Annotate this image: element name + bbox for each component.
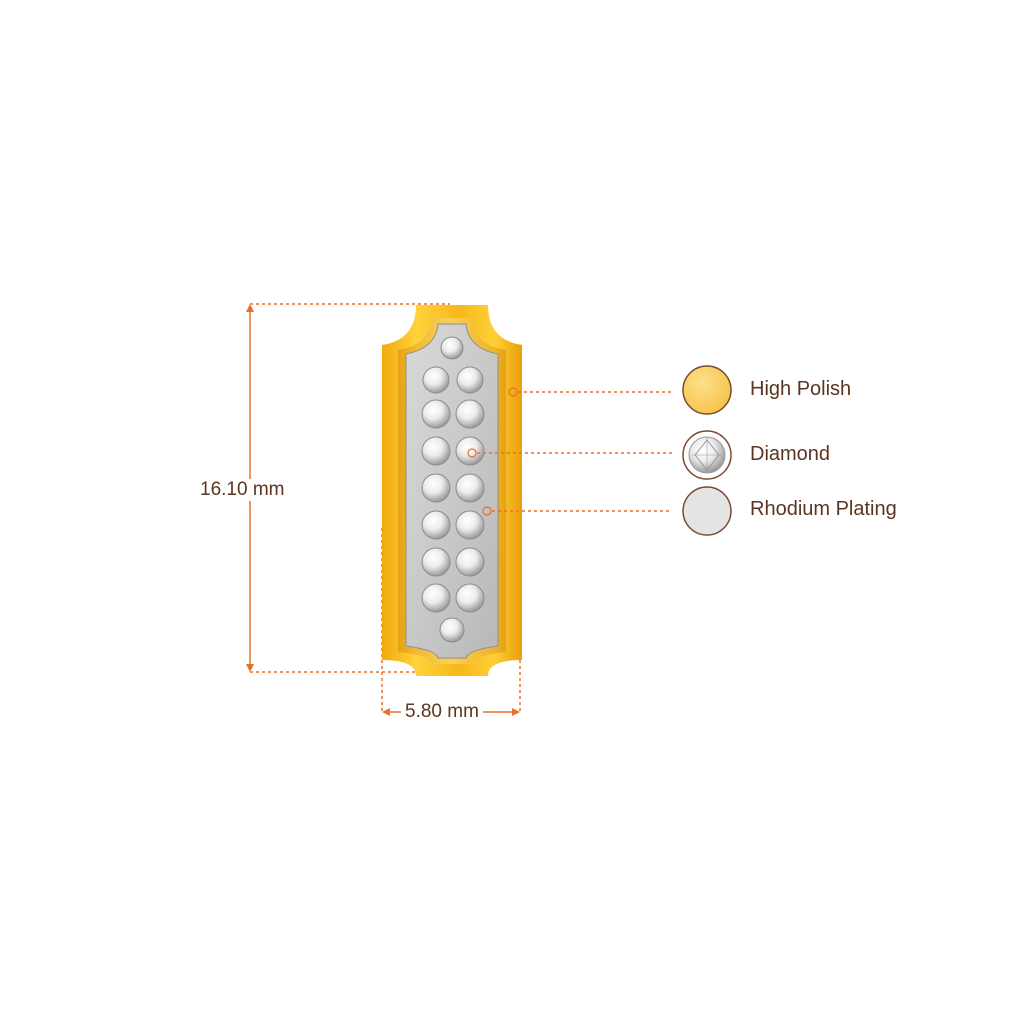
- leader-dot-diamond: [467, 448, 477, 458]
- leader-dot-rhodium: [482, 506, 492, 516]
- legend-swatches: [682, 365, 732, 536]
- stone: [439, 617, 465, 643]
- stone: [421, 399, 451, 429]
- leader-dot-high-polish: [508, 387, 518, 397]
- stone: [422, 366, 450, 394]
- stone: [421, 436, 451, 466]
- gold-swatch-icon: [682, 365, 732, 415]
- height-arrow-top: [246, 304, 254, 312]
- stone: [455, 436, 485, 466]
- diamond-swatch-icon: [682, 430, 732, 480]
- legend-label-high-polish: High Polish: [750, 378, 852, 400]
- stone: [421, 510, 451, 540]
- stone: [455, 547, 485, 577]
- legend-leader-lines: [467, 387, 672, 516]
- stone: [440, 336, 464, 360]
- width-arrow-right: [512, 708, 520, 716]
- legend-label-rhodium-plating: Rhodium Plating: [750, 498, 897, 520]
- width-arrow-left: [382, 708, 390, 716]
- diamond-stones: [421, 336, 485, 643]
- stone: [455, 583, 485, 613]
- stone: [455, 473, 485, 503]
- stone: [421, 583, 451, 613]
- width-dimension-label: 5.80 mm: [401, 701, 483, 723]
- height-arrow-bottom: [246, 664, 254, 672]
- stone: [455, 510, 485, 540]
- height-dimension-label: 16.10 mm: [200, 479, 285, 501]
- stone: [455, 399, 485, 429]
- rhodium-swatch-icon: [682, 486, 732, 536]
- rhodium-pave-panel: [405, 323, 499, 659]
- stone: [421, 473, 451, 503]
- stone: [421, 547, 451, 577]
- stone: [456, 366, 484, 394]
- diamond-pave-earring-image: [382, 305, 522, 676]
- legend-label-diamond: Diamond: [750, 443, 831, 465]
